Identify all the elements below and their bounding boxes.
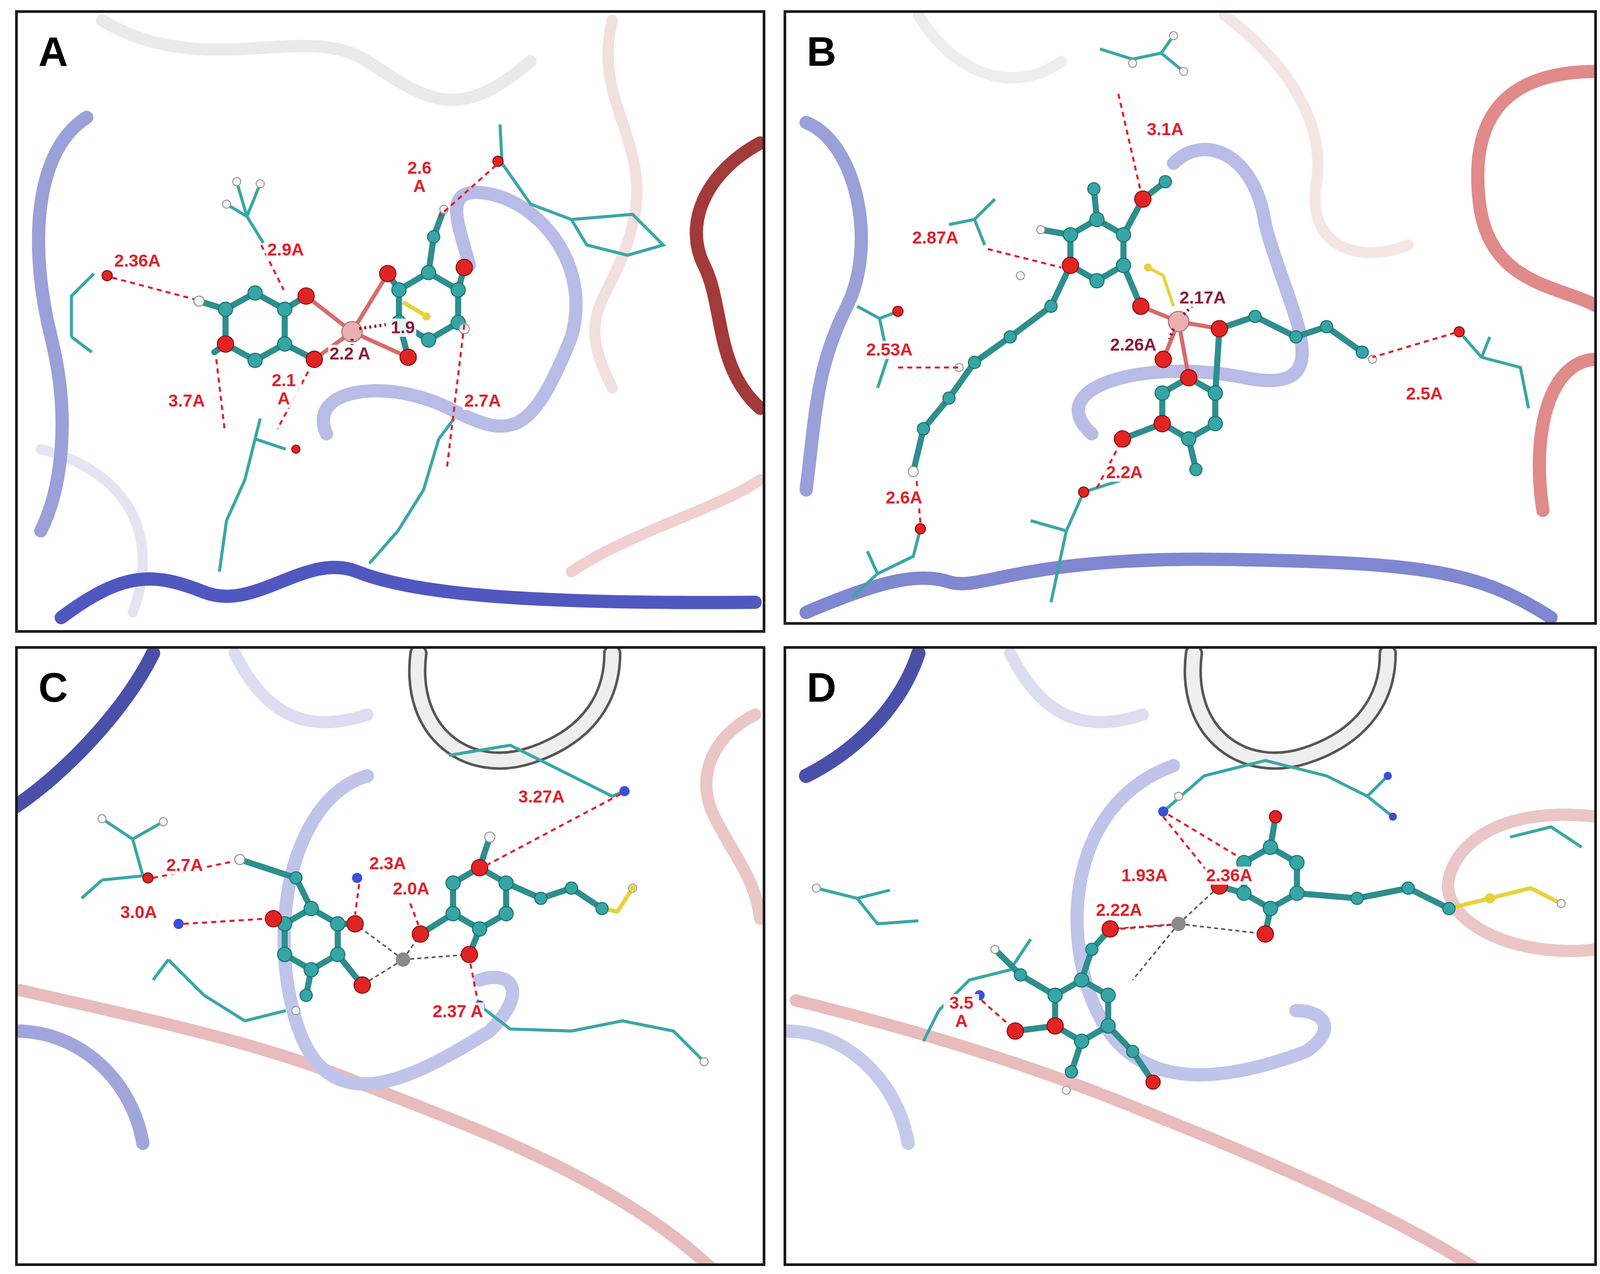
panel-d-art [785, 652, 1597, 1266]
distance-label: 3.5 A [943, 993, 980, 1031]
distance-label: 2.36A [1204, 866, 1254, 885]
atoms [812, 771, 1566, 1095]
distance-lines [981, 814, 1240, 1026]
atoms [892, 31, 1465, 534]
distance-lines [898, 93, 1456, 523]
panel-b-art [806, 15, 1597, 617]
distance-label: 2.9A [266, 240, 306, 259]
distance-label: 2.5A [1404, 384, 1445, 403]
distance-label: 3.27A [517, 787, 566, 806]
protein-backbone [15, 652, 761, 1266]
distance-label: 2.26A [1108, 335, 1158, 355]
distance-label: 2.53A [864, 340, 914, 359]
ion-contacts [354, 923, 470, 985]
coordination-distance [1169, 306, 1193, 339]
residue-sticks [851, 35, 1529, 602]
distance-label: 2.2 A [328, 344, 372, 363]
distance-label: 2.36A [112, 251, 162, 271]
distance-label: 2.2A [1104, 463, 1144, 482]
protein-backbone [38, 20, 761, 618]
distance-label: 2.22A [1094, 900, 1144, 920]
distance-label: 3.0A [119, 903, 159, 922]
atoms [98, 785, 709, 1066]
distance-label: 2.1 A [266, 371, 302, 408]
sulfur-stick [402, 302, 424, 315]
ligand-bonds [913, 181, 1363, 472]
figure-panel: B [783, 10, 1597, 625]
distance-label: 2.17A [1178, 288, 1228, 307]
distance-label: 2.0A [391, 879, 431, 898]
atoms [102, 155, 504, 454]
distance-lines [112, 165, 497, 468]
panel-letter: B [806, 31, 836, 72]
sulfur-stick [1147, 267, 1174, 307]
distance-label: 3.7A [167, 391, 207, 410]
protein-backbone [806, 15, 1597, 617]
distance-label: 1.9 [389, 318, 417, 337]
distance-label: 2.6 A [401, 159, 438, 196]
panel-letter: A [38, 31, 68, 72]
panel-letter: D [806, 666, 836, 708]
ligand-bonds [995, 816, 1449, 1082]
distance-label: 2.87A [911, 228, 960, 247]
protein-backbone [785, 652, 1597, 1266]
ion-contacts [1110, 885, 1266, 980]
distance-label: 3.1A [1145, 120, 1185, 139]
distance-label: 2.6A [884, 488, 924, 507]
panel-letter: C [38, 666, 68, 708]
distance-label: 2.3A [368, 854, 408, 873]
residue-sticks [81, 744, 705, 1062]
distance-label: 1.93A [1120, 866, 1170, 885]
distance-label: 2.37 A [431, 1002, 485, 1021]
ligand-bonds [239, 836, 603, 996]
distance-lines [153, 793, 621, 1000]
panel-c-art [15, 652, 761, 1266]
distance-label: 2.7A [164, 855, 204, 875]
residue-sticks [816, 760, 1582, 1041]
panel-a-art [38, 20, 761, 618]
ligand-bonds [199, 209, 465, 361]
residue-sticks [71, 124, 664, 572]
figure-panel: C [15, 645, 765, 1266]
figure-panel: D [783, 645, 1597, 1266]
distance-label: 2.7A [462, 391, 502, 410]
sulfur-stick [1448, 887, 1562, 909]
